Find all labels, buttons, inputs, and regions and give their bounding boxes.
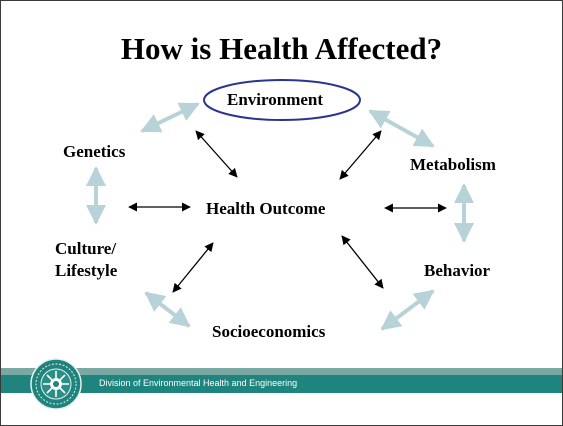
arrow-health-environment-right (339, 130, 382, 180)
footer-band (1, 368, 562, 378)
arrow-health-environment (195, 130, 238, 178)
arrow-health-culture (172, 242, 214, 293)
arrow-behavior-socioeconomics (380, 289, 435, 331)
node-socioeconomics: Socioeconomics (212, 322, 326, 341)
node-health-outcome: Health Outcome (206, 199, 326, 218)
node-culture-line1: Culture/ (55, 239, 117, 258)
footer-division-text: Division of Environmental Health and Eng… (99, 378, 298, 388)
arrow-health-behavior (341, 235, 384, 289)
university-seal-icon (30, 358, 82, 410)
footer-bar (1, 375, 562, 393)
arrow-culture-socioeconomics (144, 291, 191, 328)
node-culture-line2: Lifestyle (55, 261, 118, 280)
node-genetics: Genetics (63, 142, 126, 161)
environment-highlight-ellipse (203, 79, 361, 121)
node-environment: Environment (227, 90, 324, 109)
slide-title: How is Health Affected? (120, 31, 443, 66)
arrow-environment-genetics (140, 102, 200, 133)
node-metabolism: Metabolism (410, 155, 496, 174)
node-behavior: Behavior (424, 261, 491, 280)
arrow-environment-metabolism (368, 109, 435, 148)
